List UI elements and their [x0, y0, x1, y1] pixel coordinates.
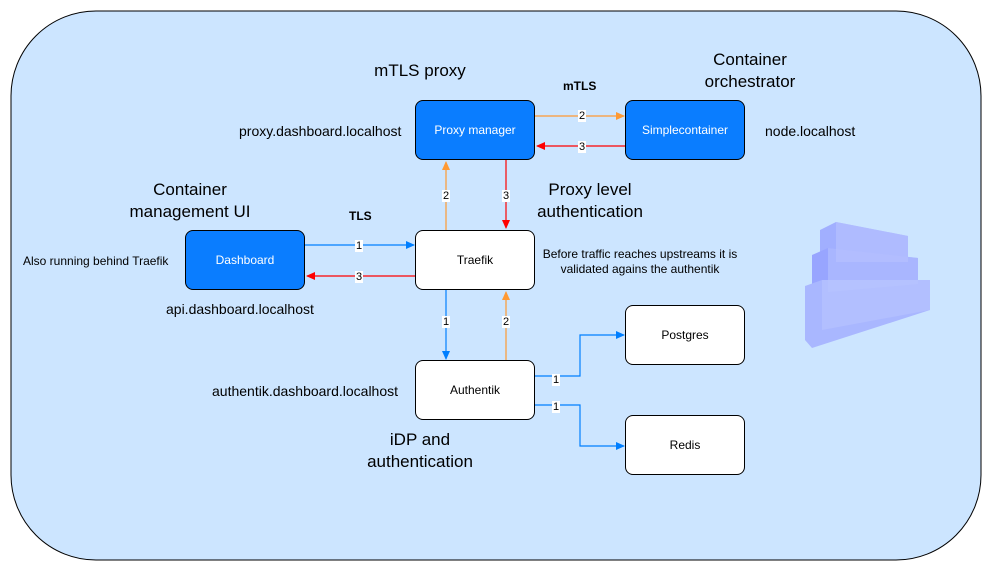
- edge-label-auth-to-postgres: 1: [552, 374, 561, 386]
- edge-label-traefik-to-auth: 1: [442, 316, 451, 328]
- edge-label-pm-to-traefik: 3: [502, 190, 511, 202]
- authentik-label: Authentik: [449, 383, 501, 397]
- api-host-label: api.dashboard.localhost: [166, 301, 314, 317]
- node-host-label: node.localhost: [765, 123, 856, 139]
- edge-label-dash-to-traefik: 1: [355, 240, 364, 252]
- postgres-label: Postgres: [661, 328, 709, 342]
- heading-container-management-ui: Container management UI: [129, 180, 251, 221]
- edge-label-traefik-to-pm: 2: [442, 190, 451, 202]
- proxy-manager-node[interactable]: Proxy manager: [415, 100, 535, 160]
- heading-mtls-proxy: mTLS proxy: [374, 61, 466, 80]
- simplecontainer-label: Simplecontainer: [641, 123, 729, 137]
- dashboard-node[interactable]: Dashboard: [185, 230, 305, 290]
- mtls-label: mTLS: [563, 79, 597, 93]
- redis-node[interactable]: Redis: [625, 415, 745, 475]
- redis-label: Redis: [669, 438, 701, 452]
- traefik-label: Traefik: [456, 253, 494, 267]
- edge-label-traefik-to-dash: 3: [355, 271, 364, 283]
- behind-traefik-label: Also running behind Traefik: [23, 254, 169, 268]
- authentik-node[interactable]: Authentik: [415, 360, 535, 420]
- proxy-manager-label: Proxy manager: [434, 123, 516, 137]
- edge-label-pm-to-sc: 2: [578, 110, 587, 122]
- authentik-host-label: authentik.dashboard.localhost: [212, 383, 399, 399]
- edge-label-sc-to-pm: 3: [578, 141, 587, 153]
- postgres-node[interactable]: Postgres: [625, 305, 745, 365]
- edge-label-auth-to-traefik: 2: [502, 316, 511, 328]
- traefik-node[interactable]: Traefik: [415, 230, 535, 290]
- heading-idp-auth: iDP and authentication: [367, 430, 473, 471]
- dashboard-label: Dashboard: [215, 253, 275, 267]
- tls-label: TLS: [349, 209, 372, 223]
- heading-proxy-level-auth: Proxy level authentication: [537, 180, 643, 221]
- validation-note: Before traffic reaches upstreams it is v…: [542, 247, 738, 276]
- heading-container-orchestrator: Container orchestrator: [704, 50, 796, 91]
- simplecontainer-node[interactable]: Simplecontainer: [625, 100, 745, 160]
- edge-label-auth-to-redis: 1: [552, 401, 561, 413]
- proxy-host-label: proxy.dashboard.localhost: [239, 123, 402, 139]
- stack-logo-icon: [805, 222, 930, 348]
